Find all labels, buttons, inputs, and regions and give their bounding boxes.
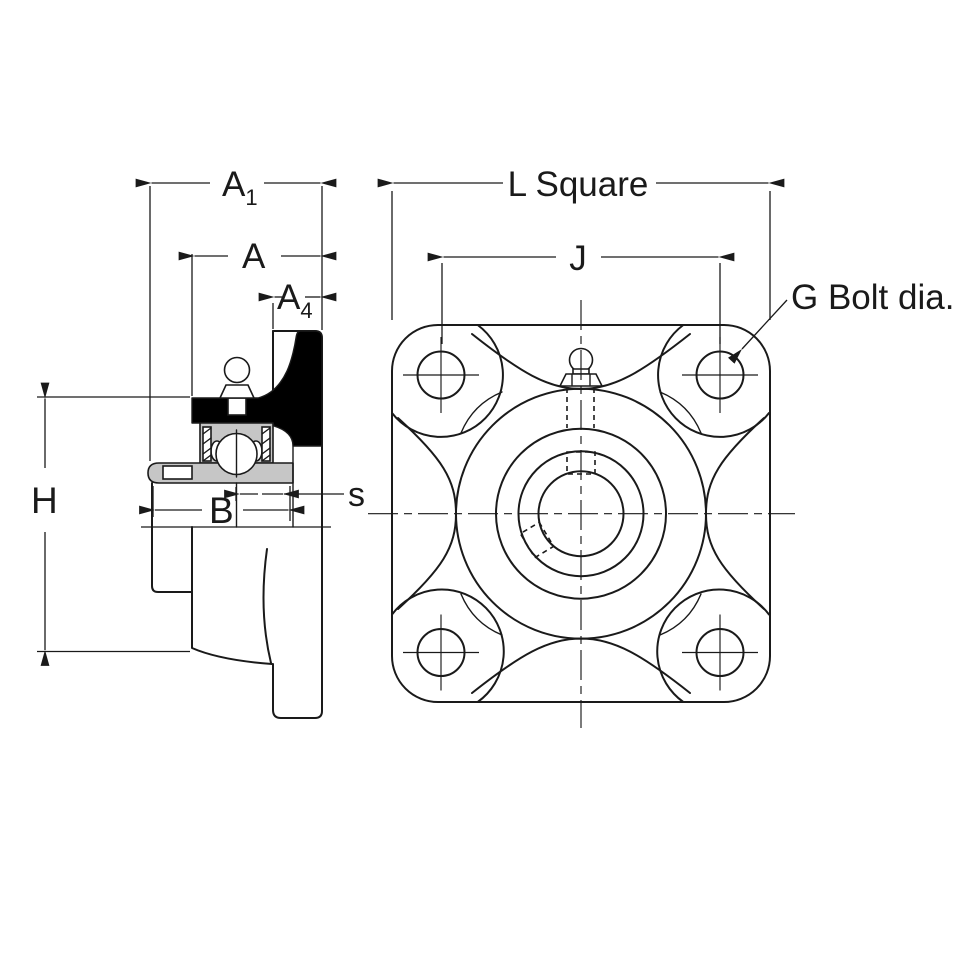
dimension-a: A [178,237,337,396]
rib-fillet-lower-left [460,593,503,636]
dimension-h: H [31,382,190,666]
front-centerlines [368,300,795,728]
grease-passage-hidden [566,388,595,428]
rib-fillet-lower-right [659,593,702,636]
dimension-label-s: s [348,476,365,514]
seal-right [261,426,271,462]
grease-fitting-side [218,356,256,416]
grease-nipple-hex-side [218,384,256,399]
dimension-label-j: J [569,239,587,278]
set-screws-front [519,451,596,559]
dimension-label-l-square: L Square [508,165,649,204]
seal-left [202,426,212,462]
lobe-arc-bottom-left [391,588,505,703]
label-g-bolt-dia: G Bolt dia. [791,278,954,317]
dimension-j: J [427,239,735,344]
h-extension-lines [37,396,190,653]
grease-nipple-shank-side [227,397,247,416]
bearing-internals [147,422,294,528]
collar-set-screw [162,465,193,480]
corner-lobe-arcs [391,324,770,703]
side-view [141,330,331,719]
dimension-label-a1: A1 [222,165,258,210]
boss-front-bottom-profile [191,526,273,665]
dimension-label-h: H [31,480,58,521]
rib-fillet-upper-right [659,391,702,434]
rib-fillets [460,391,702,636]
housing-section [191,330,323,447]
housing-exterior-bottom [151,482,273,665]
dimension-label-b: B [209,490,234,531]
front-view [368,300,795,728]
l-extension-lines [391,191,771,320]
dimensions: A1 A A4 H B [31,165,954,666]
dimension-label-a4: A4 [277,278,313,323]
rib-profile-curve [262,548,272,664]
set-screw-lower-left [519,521,555,559]
dimension-s: s [224,476,365,514]
rib-fillet-upper-left [460,391,503,434]
lobe-arc-top-right [657,324,770,438]
dimension-label-a: A [242,237,266,276]
dimension-a4: A4 [258,278,337,329]
grease-nipple-ball-side [223,356,251,384]
j-extension-lines [441,263,721,344]
dimension-b: B [139,486,305,531]
lobe-arc-top-left [391,324,504,438]
inner-ring-bottom-profile [151,482,193,593]
lobe-arc-bottom-right [656,588,770,703]
bolt-holes [403,337,758,691]
callout-g-bolt-dia: G Bolt dia. [728,278,954,364]
bolt-hole-crosshairs [403,337,758,691]
dimension-l-square: L Square [377,165,785,320]
